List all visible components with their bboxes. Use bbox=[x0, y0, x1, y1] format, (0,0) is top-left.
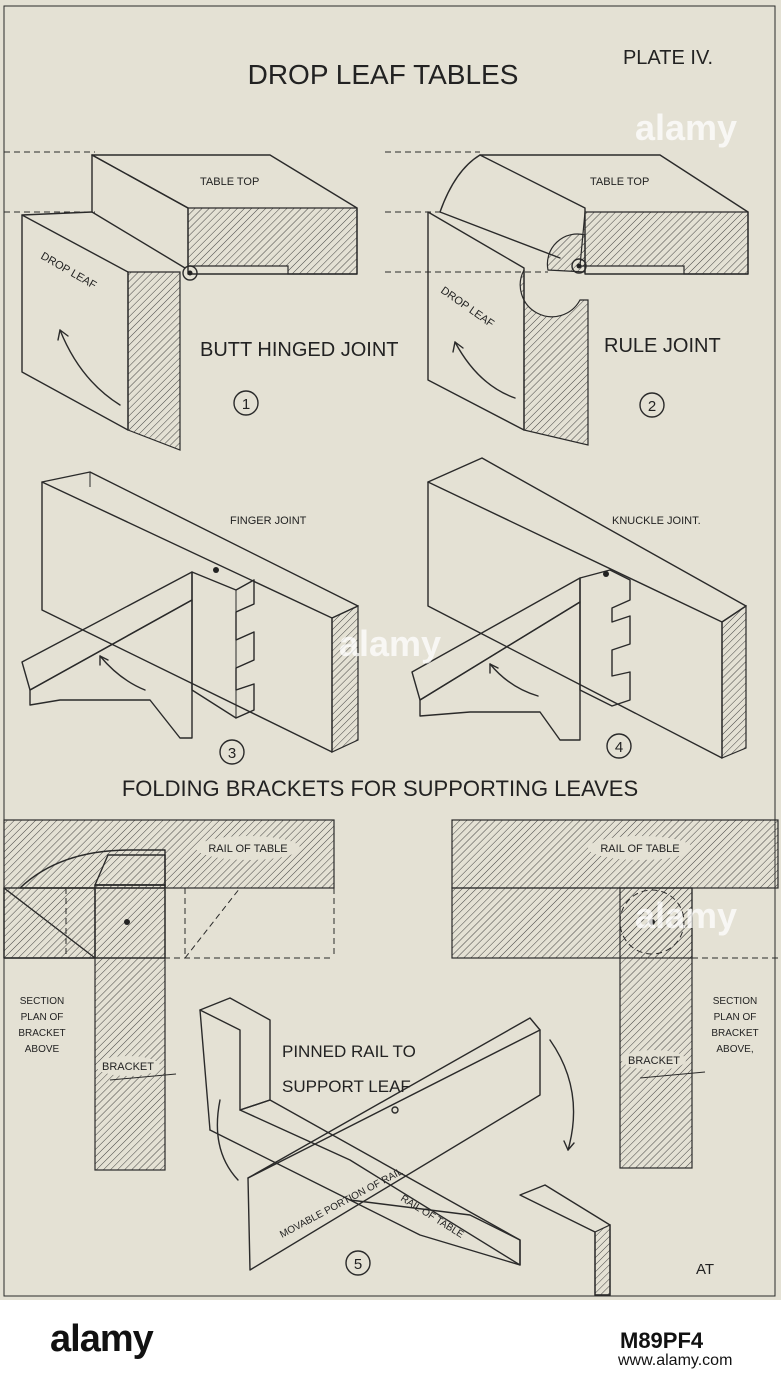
right-note-line-2: PLAN OF bbox=[714, 1012, 757, 1023]
right-note-line-3: BRACKET bbox=[711, 1028, 758, 1039]
left-section-plan: RAIL OF TABLE BRACKET SECTION PLAN OF BR… bbox=[3, 819, 335, 1171]
watermark-top: alamy bbox=[635, 107, 737, 148]
right-note-line-1: SECTION bbox=[713, 996, 757, 1007]
plate-illustration: DROP LEAF TABLES PLATE IV. TABLE TOP DRO… bbox=[3, 5, 779, 1297]
left-note-line-1: SECTION bbox=[20, 996, 64, 1007]
fig2-caption: RULE JOINT bbox=[604, 335, 721, 357]
fig2-drop-leaf-label: DROP LEAF bbox=[438, 285, 496, 331]
stock-footer bbox=[0, 1300, 781, 1390]
plate-border bbox=[3, 5, 776, 1297]
fig4-number: 4 bbox=[615, 739, 623, 756]
right-bracket-label: BRACKET bbox=[628, 1055, 680, 1067]
fig2-table-top-label: TABLE TOP bbox=[590, 176, 649, 188]
fig1-table-top-label: TABLE TOP bbox=[200, 176, 259, 188]
plate-number-label: PLATE IV. bbox=[623, 47, 713, 69]
left-note-line-2: PLAN OF bbox=[21, 1012, 64, 1023]
stock-image-id: M89PF4 bbox=[620, 1328, 704, 1353]
fig1-drop-leaf-label: DROP LEAF bbox=[39, 250, 99, 292]
fig5-rail-label: RAIL OF TABLE bbox=[398, 1193, 465, 1241]
left-note-line-4: ABOVE bbox=[25, 1044, 60, 1055]
watermark-lower: alamy bbox=[635, 895, 737, 936]
watermark-center: alamy bbox=[339, 623, 441, 664]
fig5-caption-line-2: SUPPORT LEAF bbox=[282, 1077, 411, 1096]
fig1-caption: BUTT HINGED JOINT bbox=[200, 339, 399, 361]
left-rail-label: RAIL OF TABLE bbox=[208, 843, 287, 855]
figure-4-knuckle-joint: KNUCKLE JOINT. 4 bbox=[411, 457, 747, 759]
plate-drawing: DROP LEAF TABLES PLATE IV. TABLE TOP DRO… bbox=[3, 5, 779, 1297]
fig5-caption-line-1: PINNED RAIL TO bbox=[282, 1042, 416, 1061]
figure-2-rule-joint: TABLE TOP DROP LEAF RULE JOINT 2 bbox=[427, 154, 749, 446]
fig5-number: 5 bbox=[354, 1256, 362, 1273]
figure-5-pinned-rail: PINNED RAIL TO SUPPORT LEAF MOVABLE PORT… bbox=[199, 997, 611, 1296]
left-note-line-3: BRACKET bbox=[18, 1028, 65, 1039]
plate-title: DROP LEAF TABLES bbox=[248, 59, 519, 90]
right-rail-label: RAIL OF TABLE bbox=[600, 843, 679, 855]
stock-logo: alamy bbox=[50, 1318, 154, 1360]
fig1-number: 1 bbox=[242, 396, 250, 413]
right-section-plan: RAIL OF TABLE BRACKET SECTION PLAN OF BR… bbox=[451, 819, 779, 1169]
figure-3-finger-joint: FINGER JOINT 3 bbox=[21, 471, 359, 765]
artist-monogram: AT bbox=[696, 1261, 714, 1278]
fig2-number: 2 bbox=[648, 398, 656, 415]
section-heading: FOLDING BRACKETS FOR SUPPORTING LEAVES bbox=[122, 776, 638, 801]
fig5-movable-label: MOVABLE PORTION OF RAIL bbox=[278, 1166, 405, 1240]
right-note-line-4: ABOVE, bbox=[716, 1044, 753, 1055]
fig3-caption: FINGER JOINT bbox=[230, 515, 307, 527]
stock-site-url[interactable]: www.alamy.com bbox=[618, 1352, 733, 1369]
figure-1-butt-hinged-joint: TABLE TOP DROP LEAF BUTT HINGED JOINT 1 bbox=[21, 154, 399, 451]
fig3-number: 3 bbox=[228, 745, 236, 762]
fig4-caption: KNUCKLE JOINT. bbox=[612, 515, 701, 527]
left-bracket-label: BRACKET bbox=[102, 1061, 154, 1073]
